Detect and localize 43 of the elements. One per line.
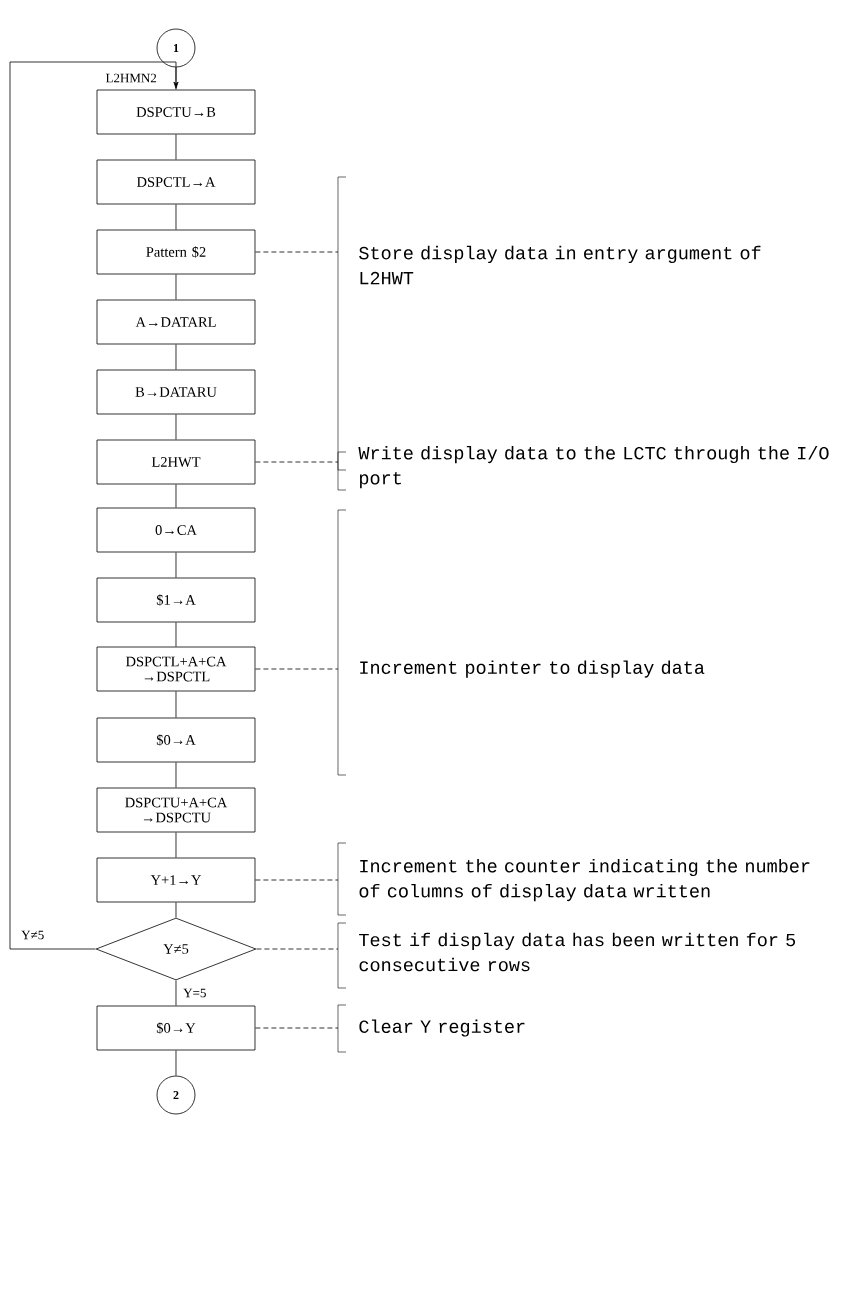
annotation-text: Test if display data has been written for 5 consecutive rows xyxy=(359,932,796,972)
leader-line xyxy=(256,948,339,950)
annotation-text: Increment the counter indicating the number of columns of display data written xyxy=(359,858,810,902)
process-box: DSPCTU+A+CA →DSPCTU xyxy=(96,787,256,833)
leader-line xyxy=(255,251,339,253)
flow-line xyxy=(175,414,177,440)
process-box: Pattern $2 xyxy=(96,229,256,275)
leader-line xyxy=(255,461,339,463)
loop-arrow xyxy=(9,61,179,950)
flow-line xyxy=(175,344,177,370)
process-box: $0→Y xyxy=(96,1005,256,1051)
process-box: DSPCTL+A+CA →DSPCTL xyxy=(96,646,256,692)
process-box: DSPCTL→A xyxy=(96,159,256,205)
process-box: $0→A xyxy=(96,717,256,763)
flow-line xyxy=(175,204,177,230)
flow-line xyxy=(175,134,177,160)
subroutine-box: L2HWT xyxy=(96,439,256,485)
flow-line xyxy=(175,902,177,918)
annotation-text: Clear Y register xyxy=(359,1019,525,1037)
flow-line xyxy=(175,622,177,647)
process-box: 0→CA xyxy=(96,507,256,553)
flow-line xyxy=(175,832,177,858)
leader-line xyxy=(255,1027,339,1029)
flow-line xyxy=(175,484,177,508)
process-box: $1→A xyxy=(96,577,256,623)
annotation-text: Store display data in entry argument of L2HWT xyxy=(359,245,761,285)
annotation-text: Write display data to the LCTC through the I/O port xyxy=(358,445,829,489)
flow-line xyxy=(175,762,177,788)
process-box: A→DATARL xyxy=(96,299,256,345)
annotation-text: Increment pointer to display data xyxy=(360,660,705,678)
flow-line xyxy=(175,552,177,578)
edge-label: Y≠5 xyxy=(20,929,46,941)
entry-label: L2HMN2 xyxy=(105,73,157,83)
leader-line xyxy=(255,879,339,881)
process-box: Y+1→Y xyxy=(96,857,256,903)
process-box: DSPCTU→B xyxy=(96,89,256,135)
leader-line xyxy=(255,668,339,670)
flow-line xyxy=(175,980,177,1006)
flow-line xyxy=(175,691,177,718)
process-box: B→DATARU xyxy=(96,369,256,415)
flow-line xyxy=(175,274,177,300)
edge-label: Y=5 xyxy=(182,987,208,999)
flow-line xyxy=(175,1050,177,1076)
